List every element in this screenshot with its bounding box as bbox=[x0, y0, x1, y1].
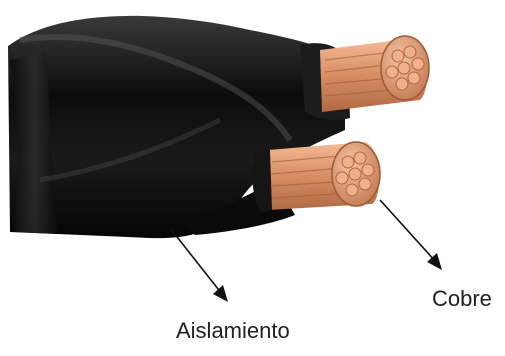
arrow-icon bbox=[380, 200, 442, 270]
arrow-icon bbox=[170, 228, 228, 302]
cobre-label: Cobre bbox=[432, 286, 492, 312]
upper-copper-conductor bbox=[320, 36, 429, 112]
aislamiento-label: Aislamiento bbox=[176, 318, 290, 344]
lower-copper-conductor bbox=[252, 142, 380, 212]
